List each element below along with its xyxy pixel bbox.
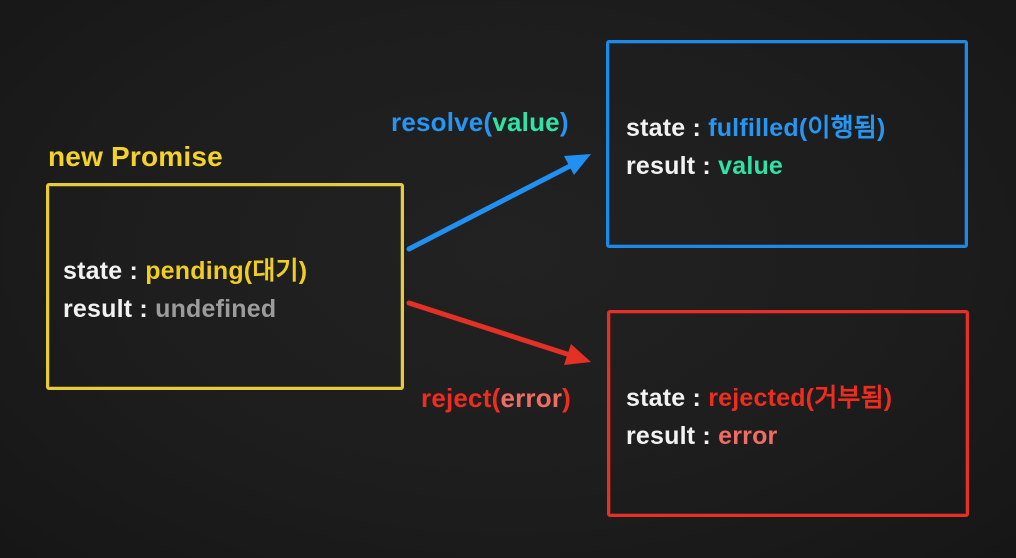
reject-label-prefix: reject( [421, 383, 501, 413]
resolve-arrow [406, 154, 591, 252]
reject-arrow [406, 300, 591, 365]
state-label: state : [626, 114, 709, 142]
pending-state-value: pending(대기) [145, 257, 308, 285]
rejected-state-value: rejected(거부됨) [708, 384, 893, 412]
fulfilled-result-value: value [718, 152, 784, 180]
rejected-result-value: error [718, 422, 778, 450]
state-label: state : [63, 257, 146, 285]
pending-box-text: state : pending(대기) result : undefined [63, 252, 307, 328]
pending-result-line: result : undefined [63, 290, 307, 328]
rejected-result-line: result : error [626, 417, 892, 455]
rejected-box-text: state : rejected(거부됨) result : error [626, 379, 892, 455]
new-promise-title: new Promise [48, 141, 223, 172]
fulfilled-result-line: result : value [626, 147, 886, 185]
reject-label: reject(error) [421, 383, 571, 413]
resolve-label: resolve(value) [391, 107, 569, 137]
pending-state-line: state : pending(대기) [63, 252, 307, 290]
reject-label-arg: error [500, 383, 563, 413]
resolve-label-suffix: ) [559, 107, 569, 137]
reject-label-suffix: ) [562, 383, 572, 413]
fulfilled-box-text: state : fulfilled(이행됨) result : value [626, 109, 886, 185]
rejected-box [607, 310, 969, 517]
pending-box [46, 183, 404, 390]
state-label: state : [626, 384, 709, 412]
result-label: result : [626, 422, 719, 450]
fulfilled-state-value: fulfilled(이행됨) [708, 114, 886, 142]
rejected-state-line: state : rejected(거부됨) [626, 379, 892, 417]
fulfilled-state-line: state : fulfilled(이행됨) [626, 109, 886, 147]
result-label: result : [626, 152, 719, 180]
resolve-label-arg: value [492, 107, 560, 137]
result-label: result : [63, 295, 156, 323]
fulfilled-box [606, 40, 968, 248]
resolve-label-prefix: resolve( [391, 107, 493, 137]
pending-result-value: undefined [155, 295, 277, 323]
